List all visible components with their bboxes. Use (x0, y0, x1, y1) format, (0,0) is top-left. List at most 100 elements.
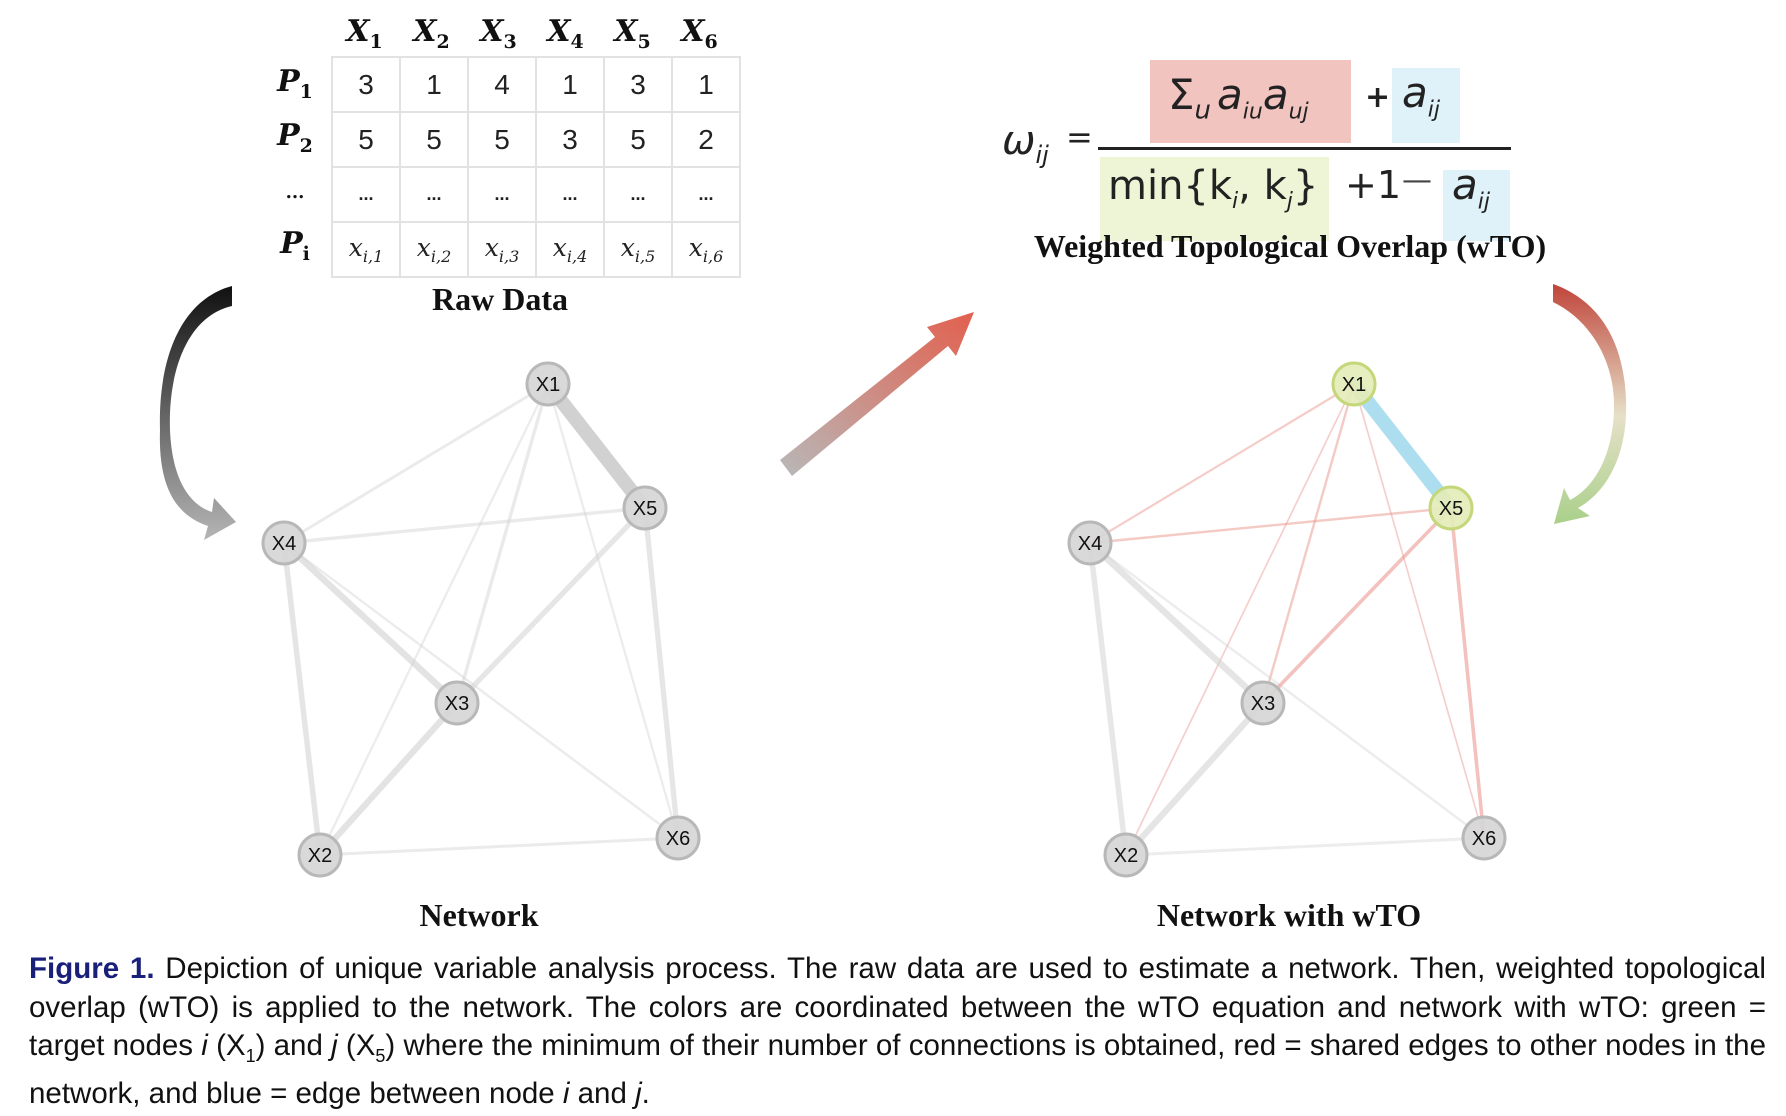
node-circle (297, 832, 343, 878)
node-circle (261, 520, 307, 566)
minus-sign: — (1402, 163, 1432, 198)
edge-x1-x6 (546, 382, 680, 840)
node-x6: X6 (655, 815, 701, 861)
node-circle (1240, 680, 1286, 726)
edge-x1-x2 (1125, 383, 1355, 856)
edge-x4-x6 (1088, 541, 1486, 840)
node-x3: X3 (1240, 680, 1286, 726)
a-ij-numerator: aij (1402, 68, 1440, 123)
edge-x2-x6 (318, 836, 680, 857)
table-cell: xi,1 (331, 221, 401, 278)
row-header-p1: P1 (277, 64, 313, 103)
table-cell: ... (399, 166, 469, 223)
node-label: X6 (1472, 828, 1496, 850)
node-x5: X5 (1428, 485, 1474, 531)
node-x2: X2 (1103, 832, 1149, 878)
node-x1: X1 (1331, 361, 1377, 407)
node-x2: X2 (297, 832, 343, 878)
table-row: xi,1 xi,2 xi,3 xi,4 xi,5 xi,6 (331, 221, 741, 278)
table-cell: xi,5 (603, 221, 673, 278)
row-header-pi: Pi (280, 226, 310, 265)
edge-ij-box-denominator (1443, 170, 1510, 241)
node-circle (1461, 815, 1507, 861)
node-label: X2 (308, 845, 332, 867)
node-label: X4 (1078, 533, 1102, 555)
table-cell: 4 (467, 56, 537, 113)
node-circle (1067, 520, 1113, 566)
min-connections-box (1100, 157, 1329, 241)
edge-x1-x5 (541, 377, 652, 515)
plus-one: +1 (1345, 163, 1402, 207)
edge-x3-x2 (1122, 699, 1267, 859)
table-cell: 3 (331, 56, 401, 113)
column-header-x1: X1 (346, 14, 383, 53)
raw-data-title: Raw Data (432, 281, 568, 317)
node-circle (1428, 485, 1474, 531)
node-x6: X6 (1461, 815, 1507, 861)
fraction-bar (1098, 147, 1511, 150)
min-term: min{ki, kj} (1108, 163, 1319, 214)
table-cell: 1 (399, 56, 469, 113)
node-label: X3 (1251, 693, 1275, 715)
node-label: X5 (1439, 498, 1463, 520)
edge-x1-x2 (318, 382, 550, 857)
edge-x4-x6 (282, 541, 680, 840)
edge-x5-x3 (454, 505, 648, 706)
table-cell: 3 (535, 111, 605, 168)
table-cell: ... (331, 166, 401, 223)
node-circle (525, 361, 571, 407)
table-row: 3 1 4 1 3 1 (331, 56, 741, 113)
node-circle (622, 485, 668, 531)
shared-edges-box (1150, 60, 1351, 143)
edge-x3-x2 (316, 699, 461, 859)
figure-label: Figure 1. (29, 952, 155, 985)
table-cell: ... (603, 166, 673, 223)
a-ij-denominator: aij (1452, 160, 1490, 215)
node-circle (655, 815, 701, 861)
table-cell: ... (671, 166, 741, 223)
edge-x5-x3 (1261, 506, 1453, 705)
table-cell: xi,6 (671, 221, 741, 278)
column-header-x3: X3 (480, 14, 517, 53)
table-cell: xi,4 (535, 221, 605, 278)
edge-x1-x6 (1353, 383, 1485, 839)
table-cell: 5 (399, 111, 469, 168)
table-cell: xi,2 (399, 221, 469, 278)
node-label: X2 (1114, 845, 1138, 867)
edge-x4-x5 (1088, 506, 1453, 545)
edge-x1-x3 (1261, 382, 1356, 705)
edge-x5-x6 (642, 505, 681, 841)
node-x5: X5 (622, 485, 668, 531)
node-circle (1331, 361, 1377, 407)
edge-x5-x6 (1449, 506, 1486, 840)
table-cell: 5 (603, 111, 673, 168)
node-label: X6 (666, 828, 690, 850)
node-x4: X4 (261, 520, 307, 566)
row-header-ellipsis: ... (285, 182, 305, 203)
omega-symbol: ωij (1002, 118, 1049, 169)
curved-arrow-wto-to-network (1553, 284, 1627, 524)
table-row: ... ... ... ... ... ... (331, 166, 741, 223)
node-label: X1 (1342, 374, 1366, 396)
raw-data-table: 3 1 4 1 3 1 5 5 5 3 5 2 ... ... ... ... … (331, 56, 741, 278)
column-header-x2: X2 (413, 14, 450, 53)
curved-arrow-raw-to-network (159, 286, 236, 540)
node-x1: X1 (525, 361, 571, 407)
edge-x4-x3 (280, 539, 461, 707)
node-x3: X3 (434, 680, 480, 726)
node-label: X5 (633, 498, 657, 520)
network-wto-title: Network with wTO (1156, 897, 1422, 933)
table-cell: xi,3 (467, 221, 537, 278)
node-circle (434, 680, 480, 726)
edge-x1-x5 (1347, 377, 1458, 515)
table-cell: 5 (331, 111, 401, 168)
node-circle (1103, 832, 1149, 878)
column-header-x6: X6 (681, 14, 718, 53)
column-header-x4: X4 (547, 14, 584, 53)
table-cell: ... (467, 166, 537, 223)
table-cell: 5 (467, 111, 537, 168)
